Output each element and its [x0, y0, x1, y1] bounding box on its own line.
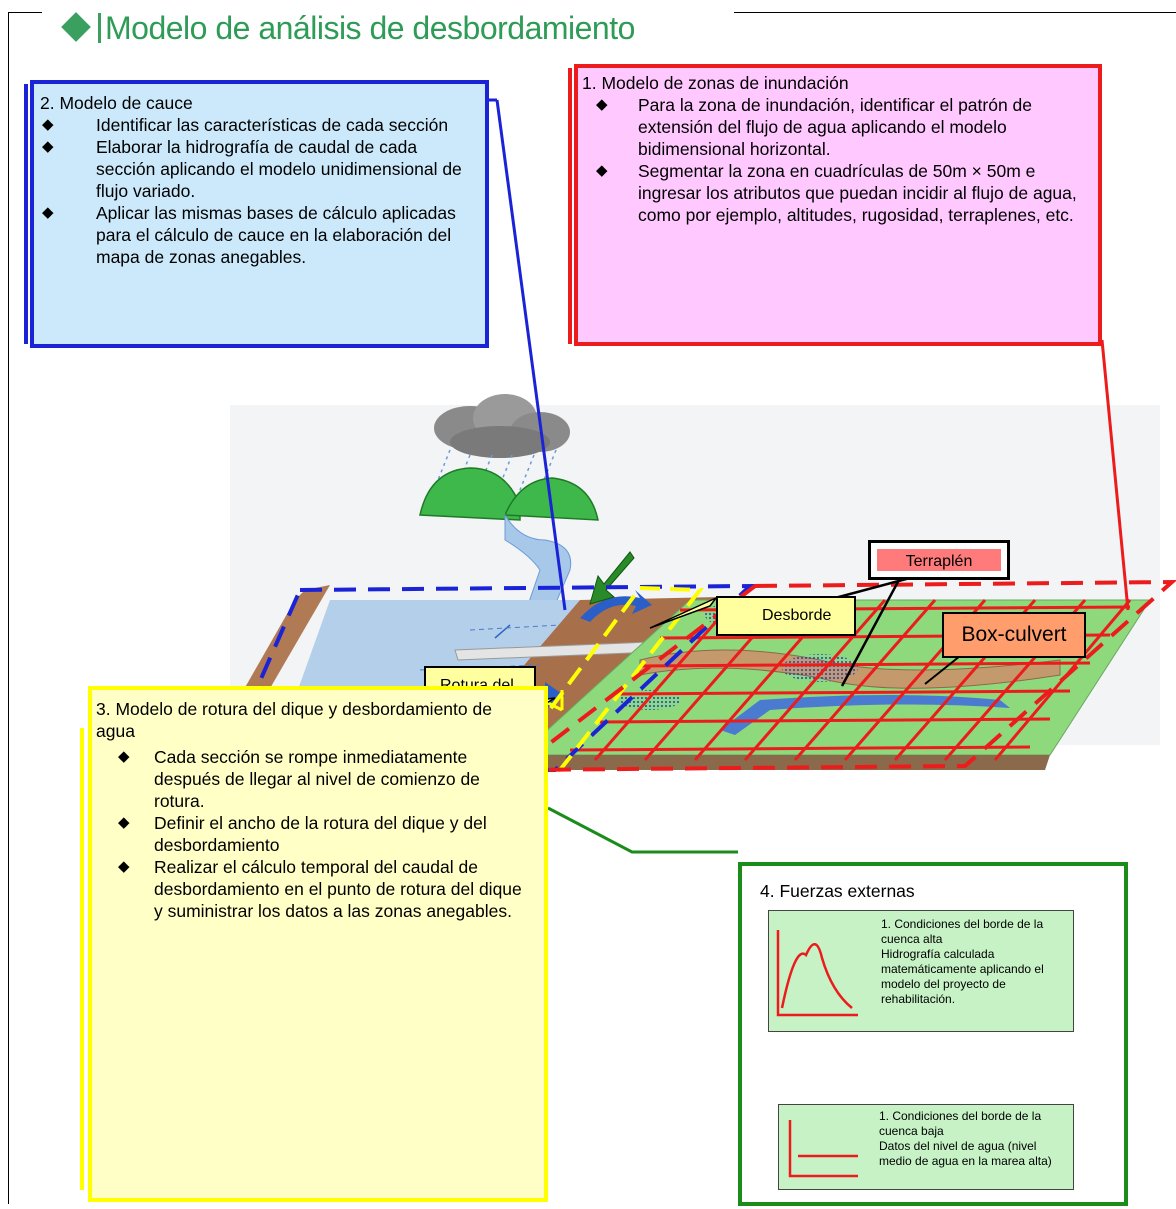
upstream-river — [504, 513, 572, 606]
title-bar-mark — [98, 13, 101, 43]
bullet-diamond-icon: ◆ — [118, 858, 130, 875]
desborde-pointer — [649, 597, 717, 629]
bullet-diamond-icon: ◆ — [596, 162, 608, 179]
lower-boundary-title: 1. Condiciones del borde de la cuenca ba… — [879, 1109, 1042, 1138]
terraplen-pointer-1 — [840, 577, 902, 687]
lower-boundary-text: 1. Condiciones del borde de la cuenca ba… — [879, 1109, 1067, 1169]
title-text: Modelo de análisis de desbordamiento — [105, 10, 635, 46]
inundacion-model-box: 1. Modelo de zonas de inundación ◆Para l… — [574, 64, 1102, 346]
flood-zone-outline — [509, 579, 1176, 773]
list-item: ◆Realizar el cálculo temporal del caudal… — [118, 857, 522, 921]
cloud-icon — [434, 394, 570, 458]
frame-left — [8, 12, 9, 1204]
inundacion-list: ◆Para la zona de inundación, identificar… — [582, 94, 1088, 226]
upper-boundary-text: 1. Condiciones del borde de la cuenca al… — [881, 917, 1067, 1007]
frame-top-left — [8, 12, 42, 13]
rotura-box-shadow — [80, 728, 84, 1190]
list-item: ◆Identificar las características de cada… — [42, 115, 449, 135]
list-item: ◆Cada sección se rompe inmediatamente de… — [118, 747, 480, 811]
lower-boundary-desc: Datos del nivel de agua (nivel medio de … — [879, 1139, 1052, 1168]
upper-boundary-title: 1. Condiciones del borde de la cuenca al… — [881, 917, 1044, 946]
list-item: ◆Elaborar la hidrografía de caudal de ca… — [42, 137, 462, 201]
list-item: ◆Segmentar la zona en cuadrículas de 50m… — [596, 161, 1077, 225]
cauce-heading: 2. Modelo de cauce — [40, 93, 193, 113]
green-arrow-icon — [589, 551, 635, 605]
list-item: ◆Aplicar las mismas bases de cálculo apl… — [42, 203, 456, 267]
bullet-diamond-icon: ◆ — [42, 116, 54, 133]
fuerzas-connector — [547, 806, 738, 854]
box-culvert-pointer — [924, 655, 961, 685]
frame-top-right — [734, 12, 1176, 13]
inundacion-box-shadow — [568, 68, 572, 344]
upper-boundary-panel: 1. Condiciones del borde de la cuenca al… — [768, 910, 1074, 1032]
flooded-area-2 — [782, 654, 858, 682]
list-item: ◆Definir el ancho de la rotura del dique… — [118, 813, 487, 855]
cauce-list: ◆Identificar las características de cada… — [40, 114, 475, 268]
list-item: ◆Para la zona de inundación, identificar… — [596, 95, 1033, 159]
lower-boundary-panel: 1. Condiciones del borde de la cuenca ba… — [778, 1104, 1074, 1190]
fuerzas-heading: 4. Fuerzas externas — [760, 881, 915, 901]
box-culvert-label: Box-culvert — [942, 612, 1086, 658]
terraplen-label: Terraplén — [868, 540, 1010, 580]
bullet-diamond-icon: ◆ — [42, 204, 54, 221]
terraplen-text: Terraplén — [877, 549, 1001, 571]
cauce-model-box: 2. Modelo de cauce ◆Identificar las cara… — [30, 80, 489, 348]
flood-plain-edge — [515, 755, 1050, 770]
upper-boundary-desc: Hidrografía calculada matemáticamente ap… — [881, 947, 1044, 1006]
bullet-diamond-icon: ◆ — [42, 138, 54, 155]
inundacion-heading: 1. Modelo de zonas de inundación — [582, 73, 849, 93]
bullet-diamond-icon: ◆ — [596, 96, 608, 113]
page-title: Modelo de análisis de desbordamiento — [61, 10, 635, 47]
cauce-box-shadow — [24, 84, 28, 344]
bullet-diamond-icon: ◆ — [118, 814, 130, 831]
cauce-connector — [495, 99, 567, 611]
rotura-list: ◆Cada sección se rompe inmediatamente de… — [96, 746, 532, 922]
rotura-model-box: 3. Modelo de rotura del dique y desborda… — [88, 686, 548, 1202]
bullet-diamond-icon: ◆ — [118, 748, 130, 765]
rotura-heading: 3. Modelo de rotura del dique y desborda… — [96, 699, 492, 741]
desborde-label: Desborde — [716, 596, 856, 636]
inundacion-connector — [1100, 339, 1130, 611]
